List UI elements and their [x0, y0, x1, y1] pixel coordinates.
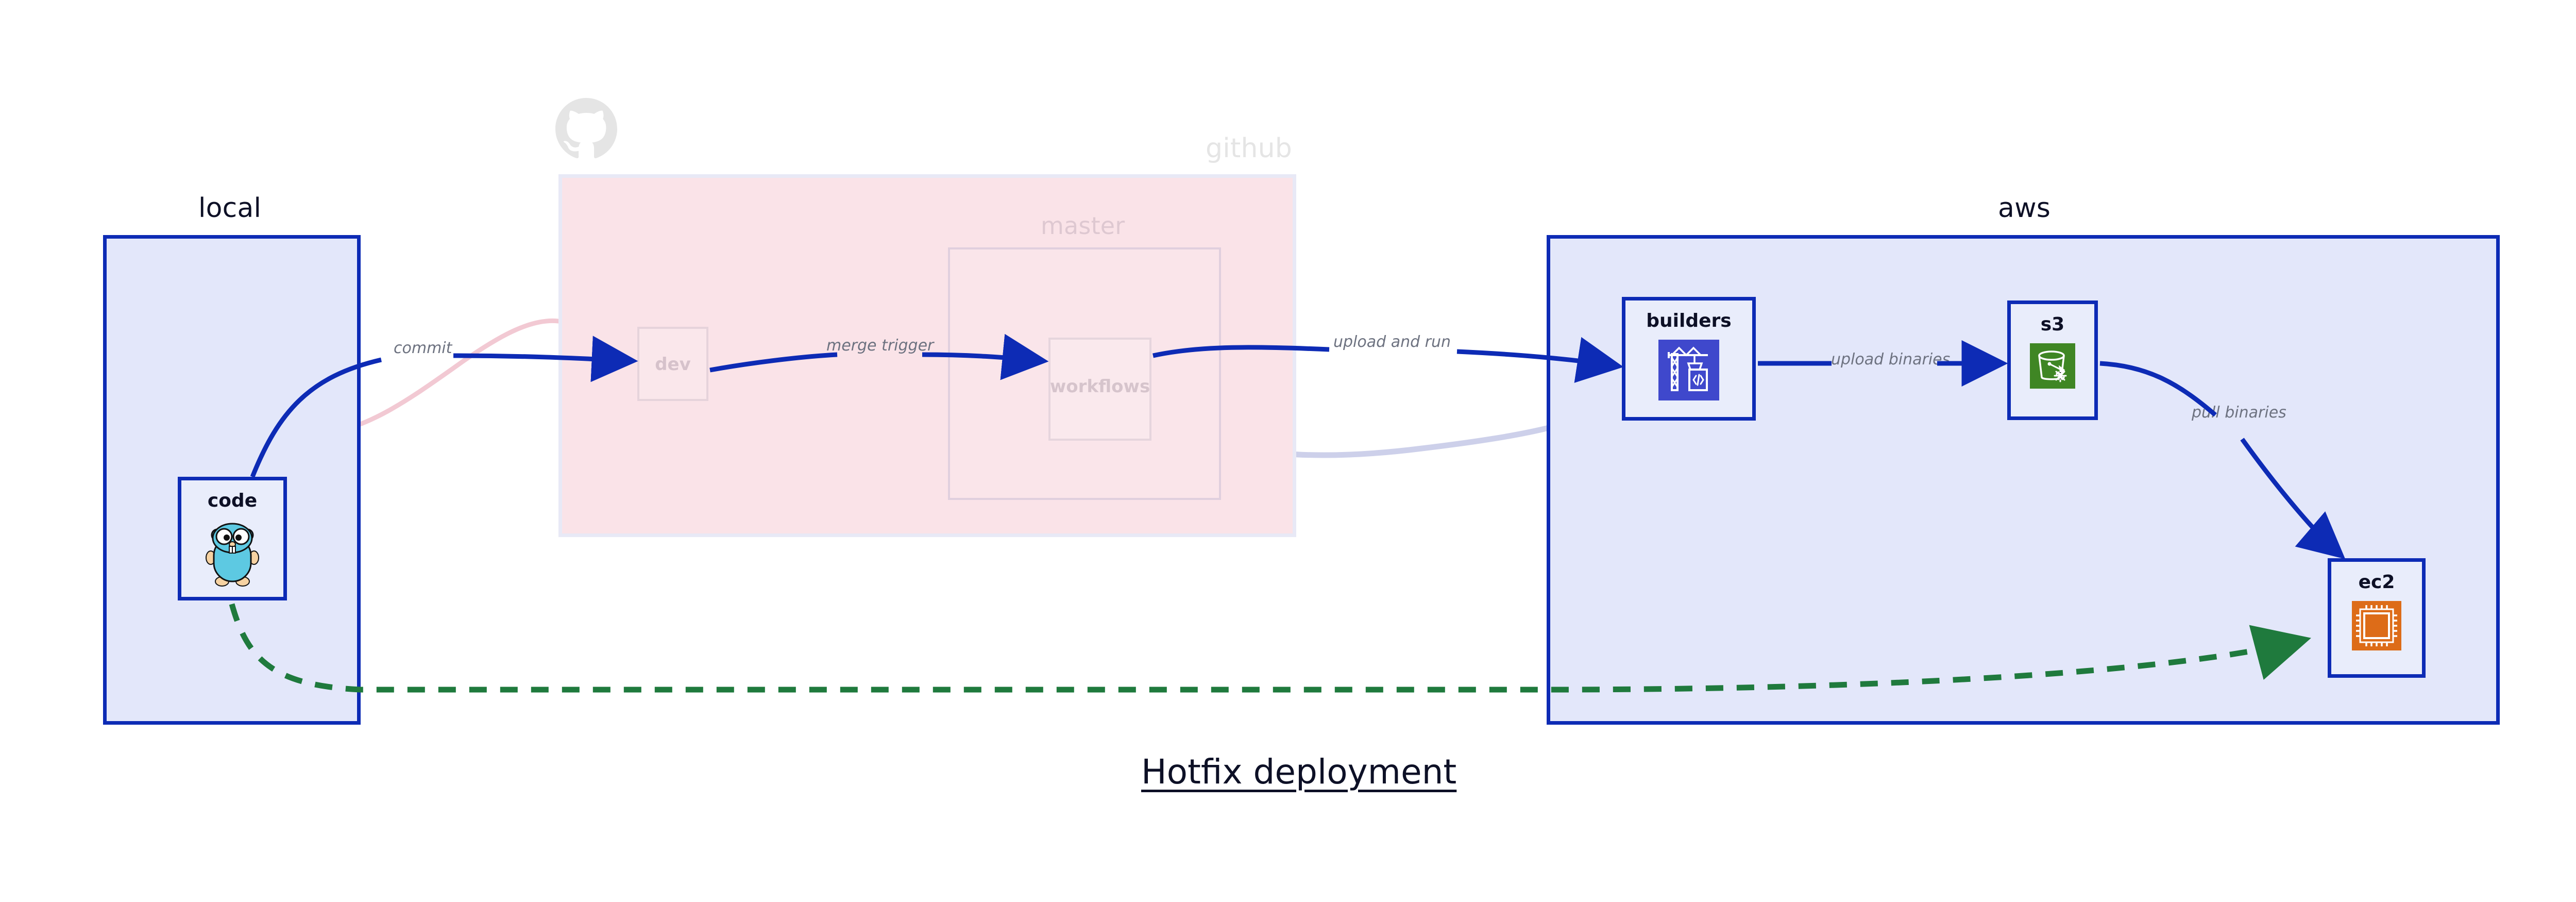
edge-label-pull-binaries: pull binaries: [2189, 405, 2290, 421]
node-s3[interactable]: s3: [2007, 300, 2098, 420]
node-workflows-label: workflows: [1049, 376, 1150, 397]
diagram-title: Hotfix deployment: [1141, 752, 1457, 792]
node-dev[interactable]: dev: [637, 327, 708, 401]
node-s3-label: s3: [2040, 314, 2065, 335]
cluster-title-local: local: [198, 193, 262, 224]
aws-codebuild-icon: [1658, 340, 1719, 403]
node-ec2-label: ec2: [2358, 572, 2395, 593]
node-builders-label: builders: [1646, 310, 1732, 331]
github-octocat-icon: [555, 98, 617, 159]
cluster-title-aws: aws: [1998, 193, 2051, 224]
cluster-title-github: github: [1206, 133, 1292, 164]
node-dev-label: dev: [655, 354, 691, 375]
node-code-label: code: [207, 490, 258, 511]
edge-label-commit: commit: [391, 340, 455, 357]
edge-label-merge-trigger: merge trigger: [823, 338, 937, 354]
cluster-title-master: master: [1041, 212, 1125, 240]
node-code[interactable]: code: [178, 477, 287, 600]
edge-label-upload-binaries: upload binaries: [1828, 352, 1954, 368]
aws-s3-glacier-icon: [2030, 343, 2075, 391]
node-ec2[interactable]: ec2: [2328, 558, 2426, 678]
go-gopher-icon: [204, 520, 261, 590]
node-workflows[interactable]: workflows: [1048, 338, 1151, 441]
aws-ec2-chip-icon: [2352, 601, 2401, 653]
edge-label-upload-and-run: upload and run: [1330, 334, 1454, 350]
node-builders[interactable]: builders: [1622, 297, 1756, 421]
